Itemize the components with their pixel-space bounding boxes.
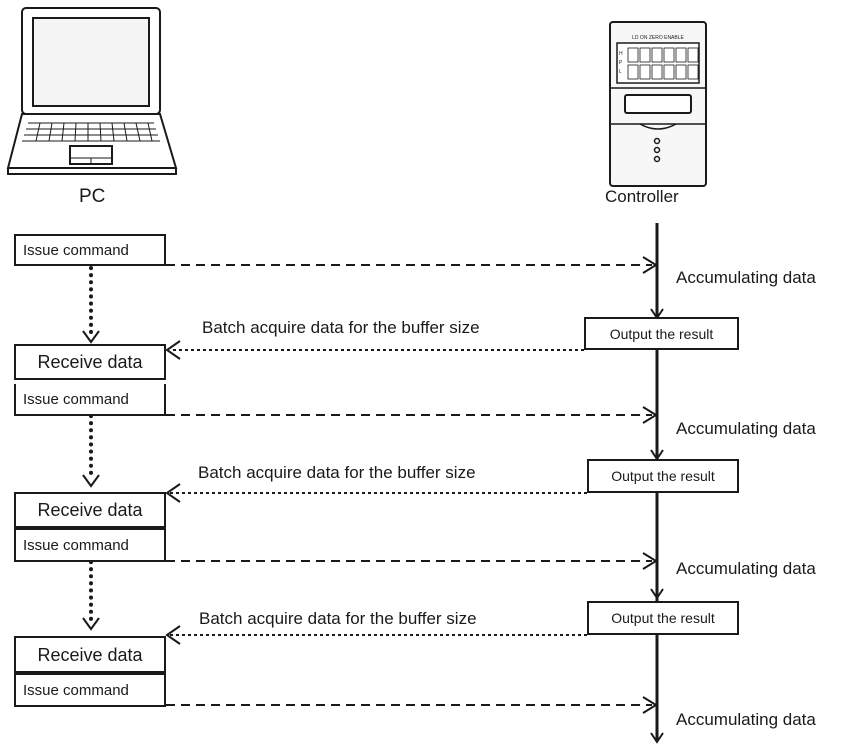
output-result-box-3: Output the result bbox=[587, 601, 739, 635]
issue-command-box-1: Issue command bbox=[14, 234, 166, 266]
pc-wait-arrowheads bbox=[82, 330, 100, 631]
receive-data-box-3: Receive data bbox=[14, 636, 166, 673]
receive-data-box-2: Receive data bbox=[14, 492, 166, 528]
output-result-box-1: Output the result bbox=[584, 317, 739, 350]
receive-data-box-1: Receive data bbox=[14, 344, 166, 380]
accumulating-data-label-3: Accumulating data bbox=[676, 559, 816, 578]
pc-label: PC bbox=[79, 186, 106, 207]
accumulating-data-label-1: Accumulating data bbox=[676, 268, 816, 287]
controller-label: Controller bbox=[605, 187, 679, 206]
issue-command-box-3: Issue command bbox=[14, 528, 166, 562]
result-arrows bbox=[165, 340, 587, 645]
controller-device-icon bbox=[609, 21, 707, 187]
issue-command-box-4: Issue command bbox=[14, 673, 166, 707]
batch-acquire-label-3: Batch acquire data for the buffer size bbox=[199, 609, 477, 628]
controller-indicator-h: H bbox=[619, 51, 623, 57]
batch-acquire-label-2: Batch acquire data for the buffer size bbox=[198, 463, 476, 482]
controller-panel-header: LD ON ZERO ENABLE bbox=[632, 35, 684, 41]
batch-acquire-label-1: Batch acquire data for the buffer size bbox=[202, 318, 480, 337]
laptop-icon bbox=[6, 7, 178, 175]
command-arrows bbox=[166, 256, 658, 714]
accumulating-data-label-2: Accumulating data bbox=[676, 419, 816, 438]
controller-indicator-p: P bbox=[619, 60, 623, 66]
issue-command-box-2: Issue command bbox=[14, 384, 166, 416]
controller-indicator-l: L bbox=[619, 69, 622, 75]
accumulating-data-label-4: Accumulating data bbox=[676, 710, 816, 729]
output-result-box-2: Output the result bbox=[587, 459, 739, 493]
